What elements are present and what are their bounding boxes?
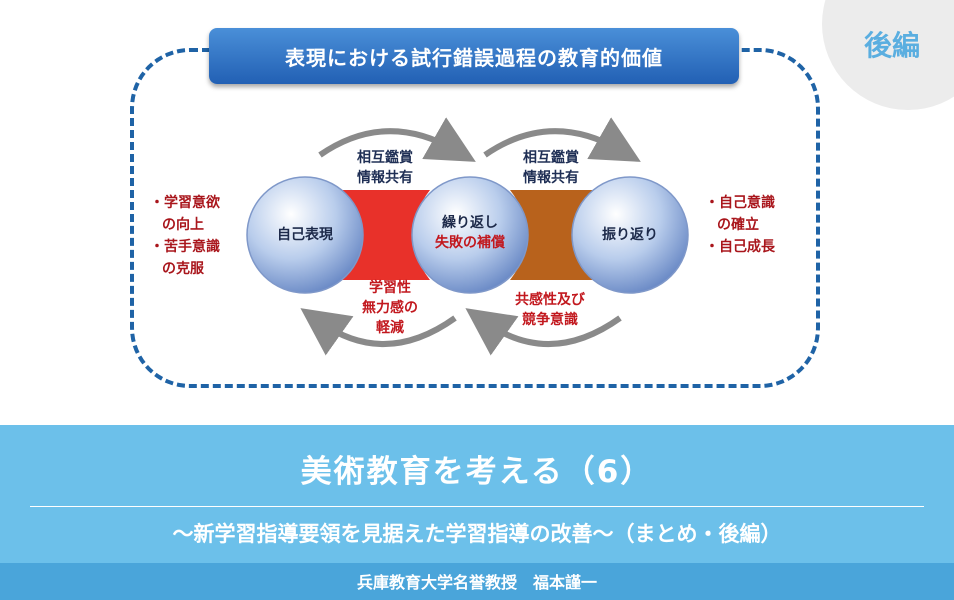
center-line1: 繰り返し xyxy=(442,215,498,231)
left-notes: ・学習意欲 の向上 ・苦手意識 の克服 xyxy=(150,195,220,277)
badge-label: 後編 xyxy=(864,29,921,62)
label-bottom-left: 学習性 無力感の 軽減 xyxy=(362,280,418,336)
circle-self-expression xyxy=(246,176,364,294)
main-title: 美術教育を考える（6） xyxy=(300,454,654,490)
right-notes: ・自己意識 の確立 ・自己成長 xyxy=(705,195,775,255)
arrow-top-right xyxy=(483,117,641,162)
circle-label-right: 振り返り xyxy=(602,227,658,243)
circle-reflection xyxy=(571,176,689,294)
arrow-bottom-right xyxy=(465,308,622,356)
diagram-area: 後編 表現における試行錯誤過程の教育的価値 自己表現 繰り返し 失敗の xyxy=(130,0,954,388)
circle-repetition xyxy=(411,176,529,294)
center-line2: 失敗の補償 xyxy=(435,235,505,251)
author: 兵庫教育大学名誉教授 福本謹一 xyxy=(356,573,597,592)
label-top-left: 相互鑑賞 情報共有 xyxy=(357,150,413,186)
diagram-graphics xyxy=(246,117,689,356)
circle-label-left: 自己表現 xyxy=(277,227,333,243)
circle-label-center: 繰り返し 失敗の補償 xyxy=(420,213,520,253)
label-bottom-right: 共感性及び 競争意識 xyxy=(515,292,585,328)
arrow-top-left xyxy=(318,117,476,162)
diagram-title: 表現における試行錯誤過程の教育的価値 xyxy=(209,28,739,84)
author-bar xyxy=(0,563,954,600)
connector-red xyxy=(340,190,430,280)
label-top-right: 相互鑑賞 情報共有 xyxy=(523,150,579,186)
arrow-bottom-left xyxy=(300,308,457,356)
divider xyxy=(30,506,924,507)
subtitle: 〜新学習指導要領を見据えた学習指導の改善〜（まとめ・後編） xyxy=(172,522,782,546)
